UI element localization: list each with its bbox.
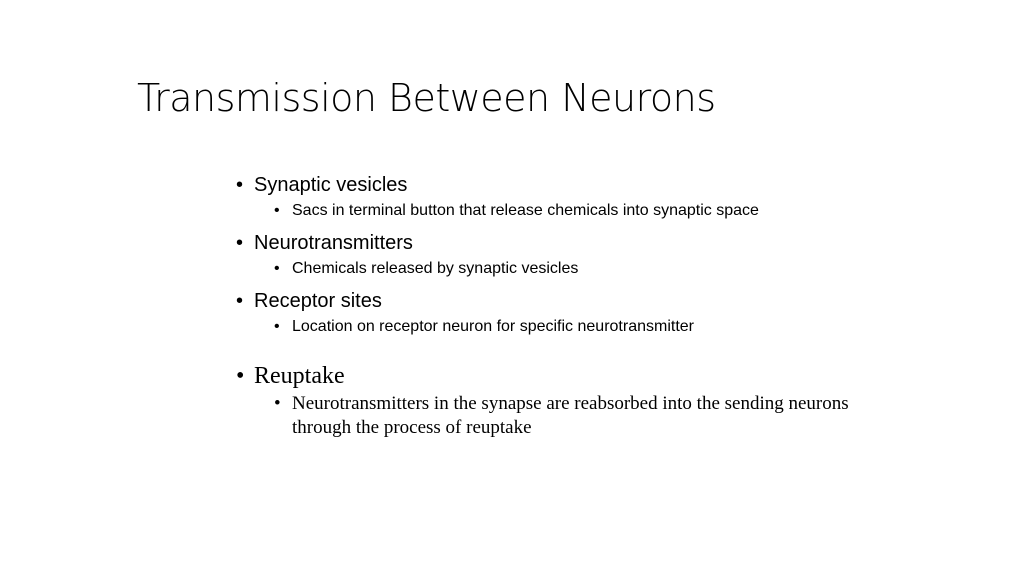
bullet-level-1: • Synaptic vesicles [236, 170, 926, 200]
sub-bullet-text: Sacs in terminal button that release che… [292, 202, 759, 219]
slide-title: Transmission Between Neurons [137, 76, 716, 120]
bullet-glyph: • [274, 393, 281, 414]
bullet-list: • Synaptic vesicles • Sacs in terminal b… [236, 170, 926, 440]
bullet-level-2: • Chemicals released by synaptic vesicle… [274, 258, 926, 280]
bullet-text: Reuptake [254, 363, 345, 389]
sub-bullet-text: Chemicals released by synaptic vesicles [292, 260, 579, 277]
list-item: • Receptor sites • Location on receptor … [236, 286, 926, 338]
bullet-text: Neurotransmitters [254, 232, 413, 254]
bullet-glyph: • [236, 174, 244, 196]
bullet-text: Receptor sites [254, 290, 382, 312]
bullet-text: Synaptic vesicles [254, 174, 408, 196]
bullet-glyph: • [236, 363, 245, 389]
bullet-glyph: • [274, 202, 280, 219]
list-item: • Synaptic vesicles • Sacs in terminal b… [236, 170, 926, 222]
list-item: • Neurotransmitters • Chemicals released… [236, 228, 926, 280]
bullet-level-1: • Neurotransmitters [236, 228, 926, 258]
bullet-glyph: • [274, 318, 280, 335]
bullet-level-1: • Receptor sites [236, 286, 926, 316]
list-item: • Reuptake • Neurotransmitters in the sy… [236, 360, 926, 440]
sub-bullet-text: Neurotransmitters in the synapse are rea… [292, 393, 849, 438]
bullet-level-2: • Sacs in terminal button that release c… [274, 200, 926, 222]
bullet-level-2: • Location on receptor neuron for specif… [274, 316, 926, 338]
bullet-level-2: • Neurotransmitters in the synapse are r… [274, 392, 852, 440]
bullet-glyph: • [236, 290, 244, 312]
bullet-level-1: • Reuptake [236, 360, 926, 392]
bullet-glyph: • [236, 232, 244, 254]
bullet-glyph: • [274, 260, 280, 277]
sub-bullet-text: Location on receptor neuron for specific… [292, 318, 694, 335]
